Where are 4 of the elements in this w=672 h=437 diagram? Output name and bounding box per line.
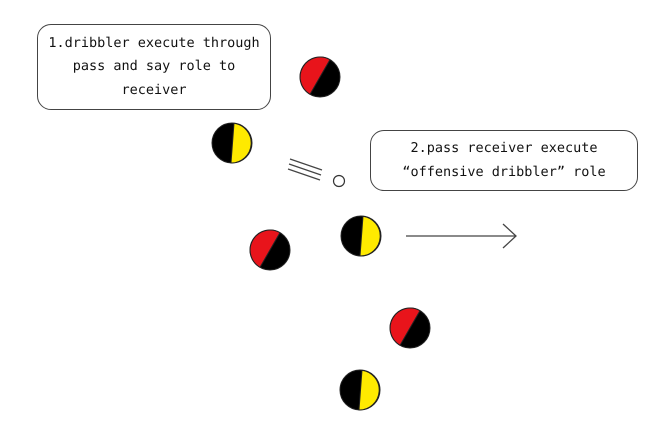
callout-box: [370, 130, 638, 191]
callout-box: [37, 24, 271, 110]
callout-text: 1.dribbler execute through pass and say role to receiver: [47, 34, 261, 100]
callout-text: 2.pass receiver execute “offensive dribbler” role: [401, 138, 607, 182]
